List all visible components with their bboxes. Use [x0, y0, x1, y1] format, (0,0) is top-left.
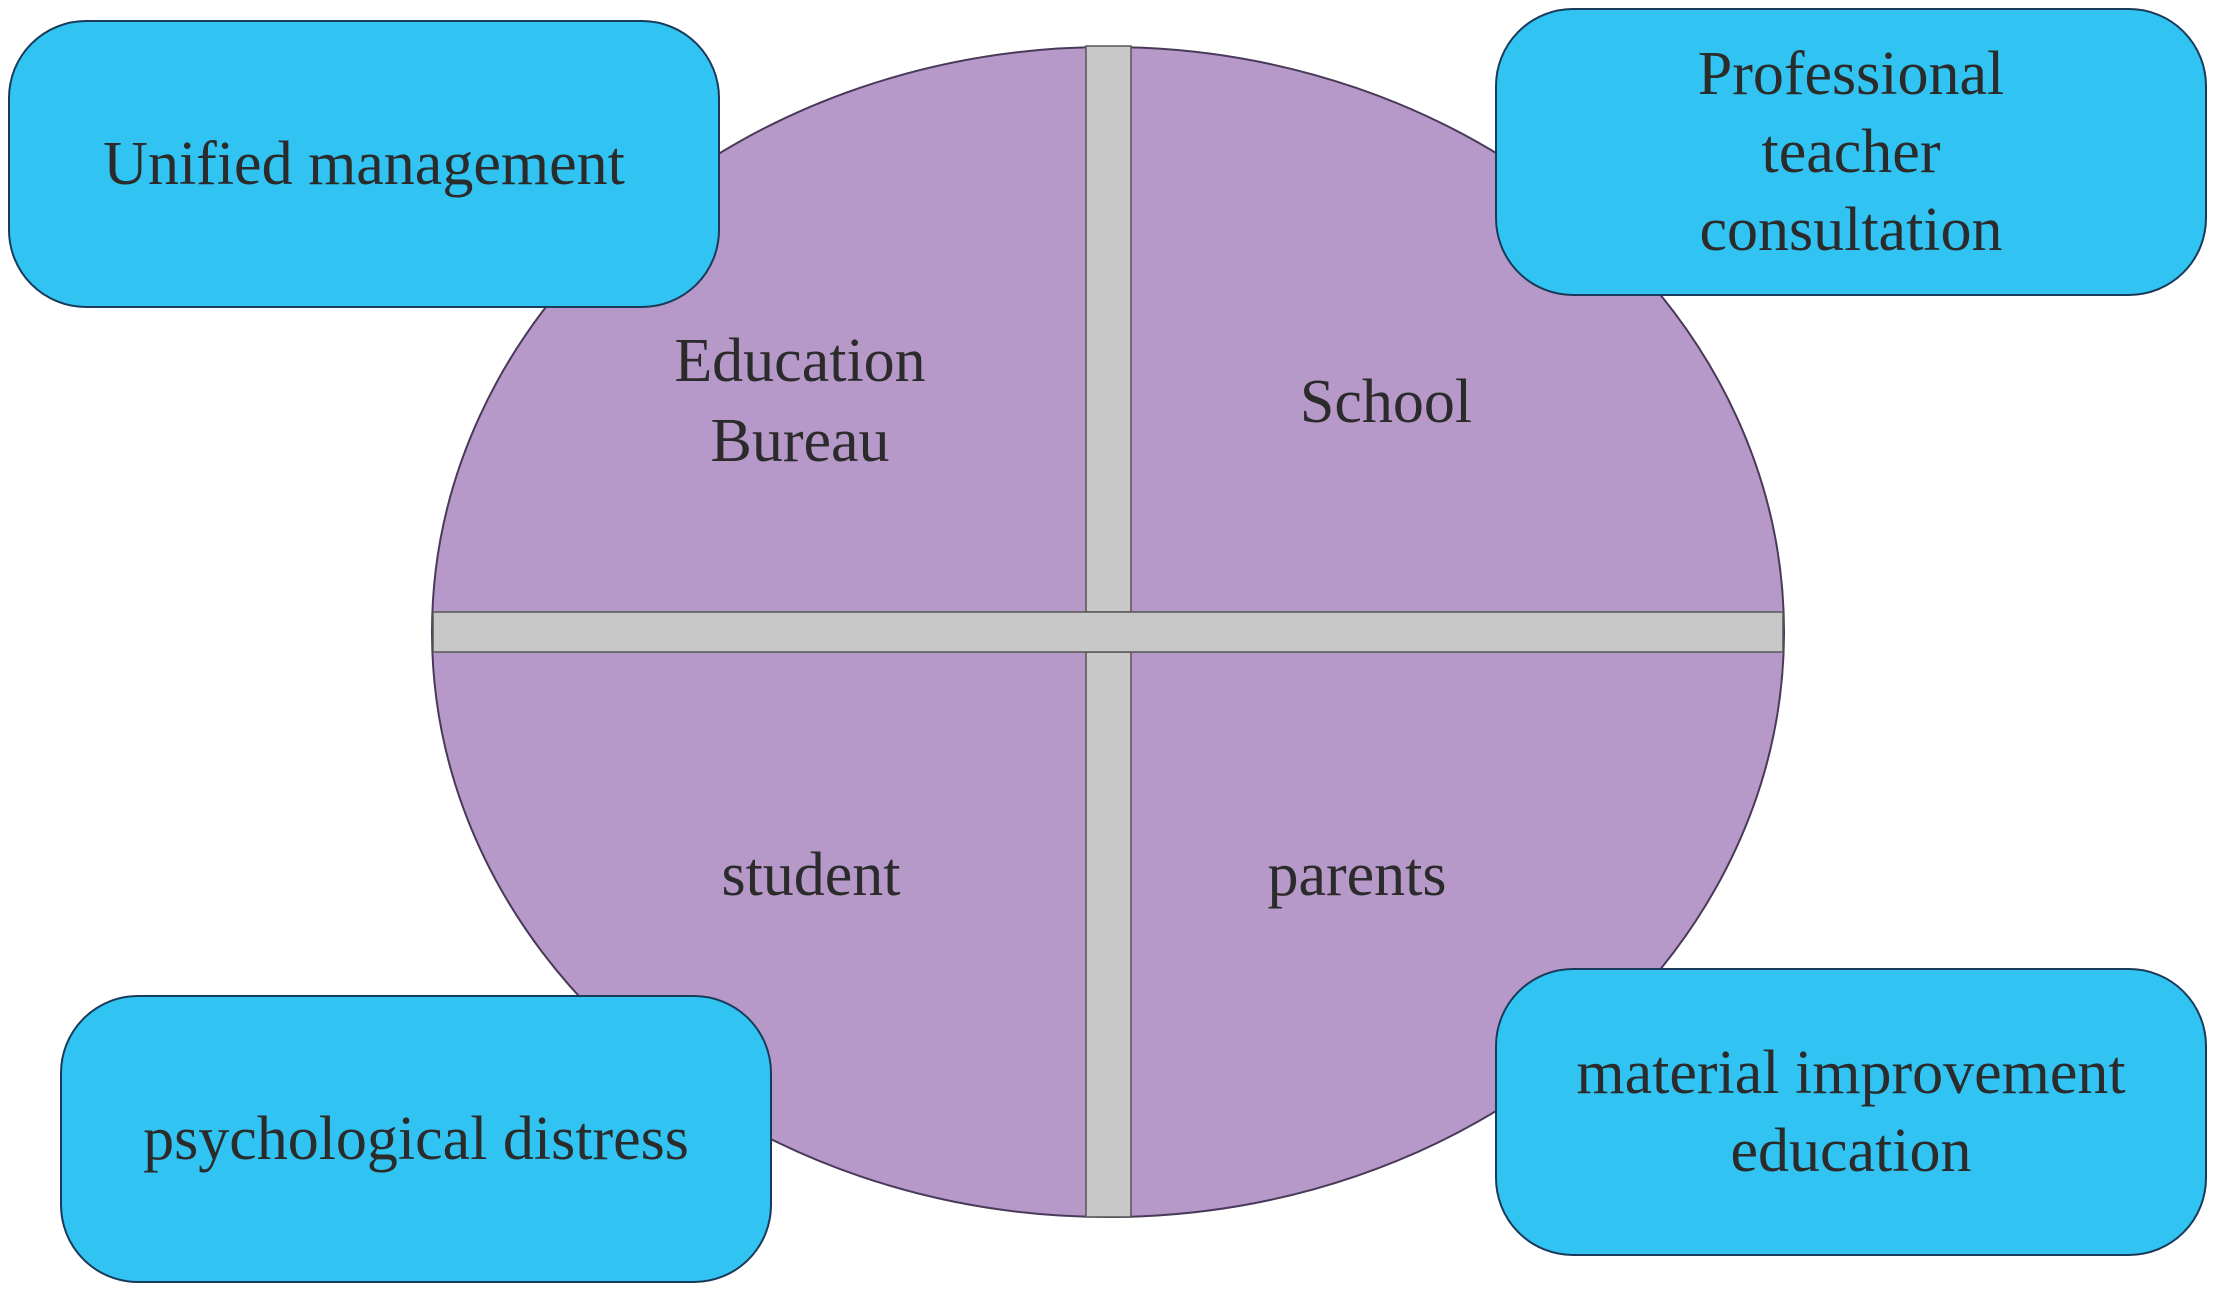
horizontal-divider: [432, 611, 1784, 653]
callout-material-improvement-education: material improvement education: [1495, 968, 2207, 1256]
callout-professional-teacher-consultation: Professional teacher consultation: [1495, 8, 2207, 296]
callout-unified-management: Unified management: [8, 20, 720, 308]
quadrant-label-parents: parents: [1267, 841, 1447, 909]
quadrant-label-student: student: [721, 841, 901, 909]
quadrant-label-school: School: [1299, 368, 1473, 436]
callout-text-psychological-distress: psychological distress: [143, 1105, 689, 1173]
callout-text-unified-management: Unified management: [103, 130, 625, 198]
callout-psychological-distress: psychological distress: [60, 995, 772, 1283]
callout-text-material-improvement-education: material improvement education: [1576, 1039, 2126, 1185]
callout-text-professional-teacher-consultation: Professional teacher consultation: [1697, 40, 2005, 264]
vertical-divider-top: [1085, 45, 1132, 613]
quadrant-label-education-bureau: Education Bureau: [674, 327, 926, 475]
vertical-divider-bottom: [1085, 651, 1132, 1218]
